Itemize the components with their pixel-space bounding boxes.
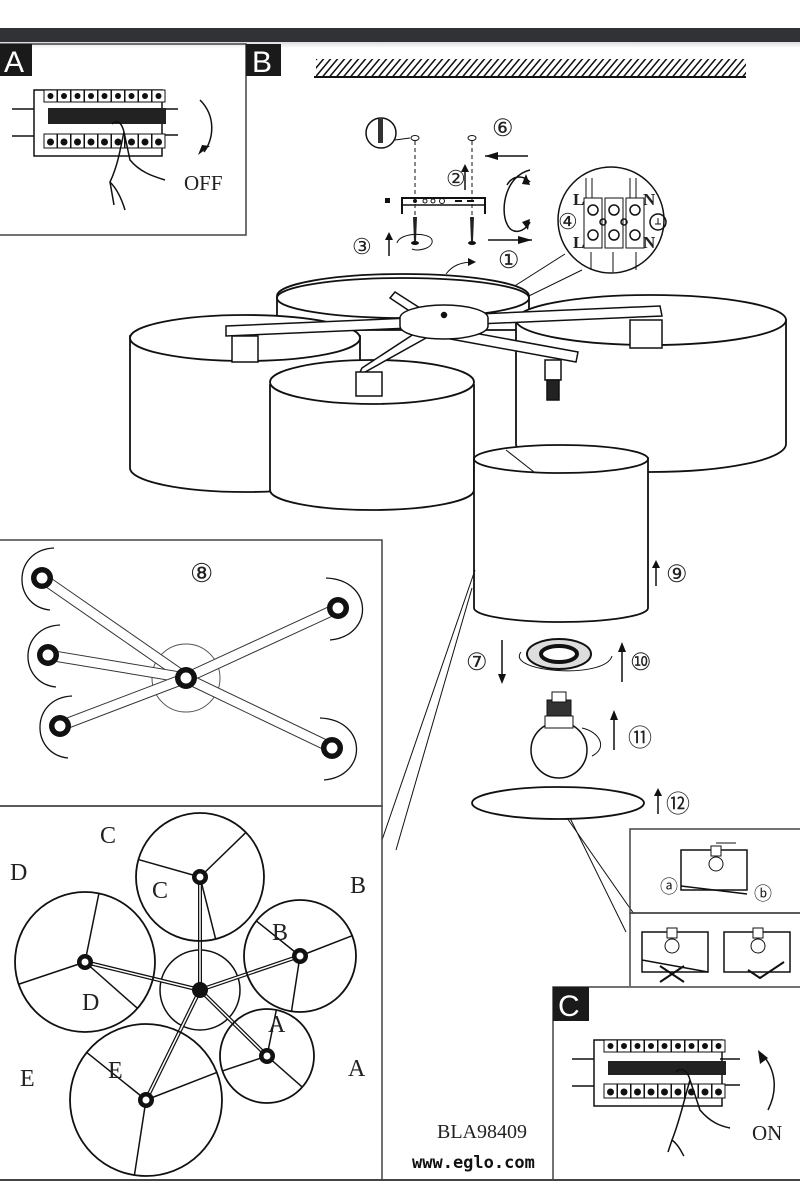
- canopy: [151, 643, 221, 713]
- panel-a: A OFF: [0, 43, 247, 236]
- shade-wrong-icon: [641, 927, 709, 983]
- svg-text:B: B: [252, 46, 272, 79]
- shade-label-d: D: [10, 860, 27, 886]
- panel-b-tag: B: [246, 44, 281, 79]
- diffuser-disc-icon: [471, 786, 645, 820]
- shade-label-e: E: [20, 1066, 35, 1092]
- shade-correct-icon: [723, 927, 791, 980]
- shade-outline: [243, 899, 357, 1013]
- arm: [183, 602, 341, 684]
- socket-icon: [192, 982, 208, 998]
- switch-off-arrow-icon: [199, 99, 213, 153]
- shade-outline: [219, 1008, 315, 1104]
- step-8-label: ⑧: [190, 559, 213, 588]
- switch-on-label: ON: [752, 1121, 782, 1145]
- shade-label-c: C: [100, 823, 116, 849]
- bulb-icon: [530, 691, 602, 779]
- step-2-label: ②: [446, 166, 466, 191]
- step-4-label: ④: [558, 209, 578, 234]
- shade-ring-icon: [518, 638, 613, 672]
- arm-label-a: A: [268, 1012, 286, 1038]
- rotate-arrow-icon: [39, 695, 73, 759]
- top-bar-shadow: [0, 42, 800, 48]
- hand-icon: [109, 120, 166, 211]
- check-a-label: ⓐ: [660, 877, 678, 897]
- terminal-l-bottom: L: [573, 233, 584, 252]
- document-top-bar: [0, 28, 800, 42]
- shade-label-a: A: [348, 1056, 366, 1082]
- step-6-label: ⑥: [492, 116, 514, 142]
- arm-label-e: E: [108, 1058, 123, 1084]
- panel-b: B ③ ② ⑥: [129, 44, 787, 933]
- rotate-arrow-icon: [325, 577, 364, 641]
- exploded-shade: [473, 444, 649, 623]
- panel-c: C ON: [552, 986, 800, 1180]
- shade-outline: [14, 891, 156, 1033]
- product-code: BLA98409: [437, 1121, 527, 1143]
- lamp-arms: [225, 291, 663, 401]
- step-12-label: ⑫: [666, 791, 690, 818]
- shade-tilt-check-icon: ⓐ ⓑ: [660, 842, 772, 904]
- svg-text:A: A: [4, 46, 24, 79]
- arm-label-c: C: [152, 878, 168, 904]
- arrow-head-icon: [198, 145, 210, 155]
- step-11-label: ⑪: [628, 725, 652, 752]
- shade-outline: [135, 812, 265, 942]
- terminal-n-top: N: [643, 190, 656, 209]
- terminal-block-callout: L L N N ④: [557, 166, 667, 274]
- terminal-n-bottom: N: [643, 233, 656, 252]
- step-8-panel: ⑧: [0, 539, 383, 807]
- step-7-label: ⑦: [466, 650, 488, 676]
- panel-a-tag: A: [0, 44, 32, 79]
- ceiling-hatch: [316, 59, 746, 76]
- step-10-label: ⑩: [630, 650, 652, 676]
- arm: [183, 672, 335, 754]
- terminal-l-top: L: [573, 190, 584, 209]
- website-link[interactable]: www.eglo.com: [412, 1153, 535, 1173]
- arm: [57, 672, 189, 732]
- switch-on-arrow-icon: [761, 1053, 775, 1111]
- mounting-bracket-icon: [385, 197, 486, 214]
- step-1-label: ①: [498, 248, 520, 274]
- panel-c-tag: C: [553, 987, 589, 1023]
- breaker-box-icon: [12, 89, 178, 157]
- breaker-box-icon: [572, 1039, 740, 1107]
- lamp-arms-top-view: [21, 547, 364, 781]
- check-b-label: ⓑ: [754, 884, 772, 904]
- rotate-arrow-icon: [319, 717, 358, 781]
- rotate-arrow-icon: [27, 624, 61, 688]
- step-3-label: ③: [352, 234, 372, 259]
- hand-icon: [667, 1068, 731, 1157]
- shade-label-b: B: [350, 873, 366, 899]
- arm-label-panel: A B C D E A B C D E: [0, 805, 383, 1180]
- switch-off-label: OFF: [184, 171, 223, 195]
- arm-label-b: B: [272, 920, 288, 946]
- screws-icon: [411, 217, 476, 245]
- arm-label-d: D: [82, 990, 99, 1016]
- shade-alignment-panel: ⓐ ⓑ: [629, 828, 800, 986]
- step-9-label: ⑨: [666, 562, 688, 588]
- shade-outline: [69, 1023, 223, 1177]
- rotate-arrow-icon: [21, 547, 55, 611]
- shade-layout-top-view: A B C D E A B C D E: [10, 812, 366, 1177]
- dowel-callout-icon: [365, 117, 397, 149]
- svg-text:C: C: [558, 990, 580, 1023]
